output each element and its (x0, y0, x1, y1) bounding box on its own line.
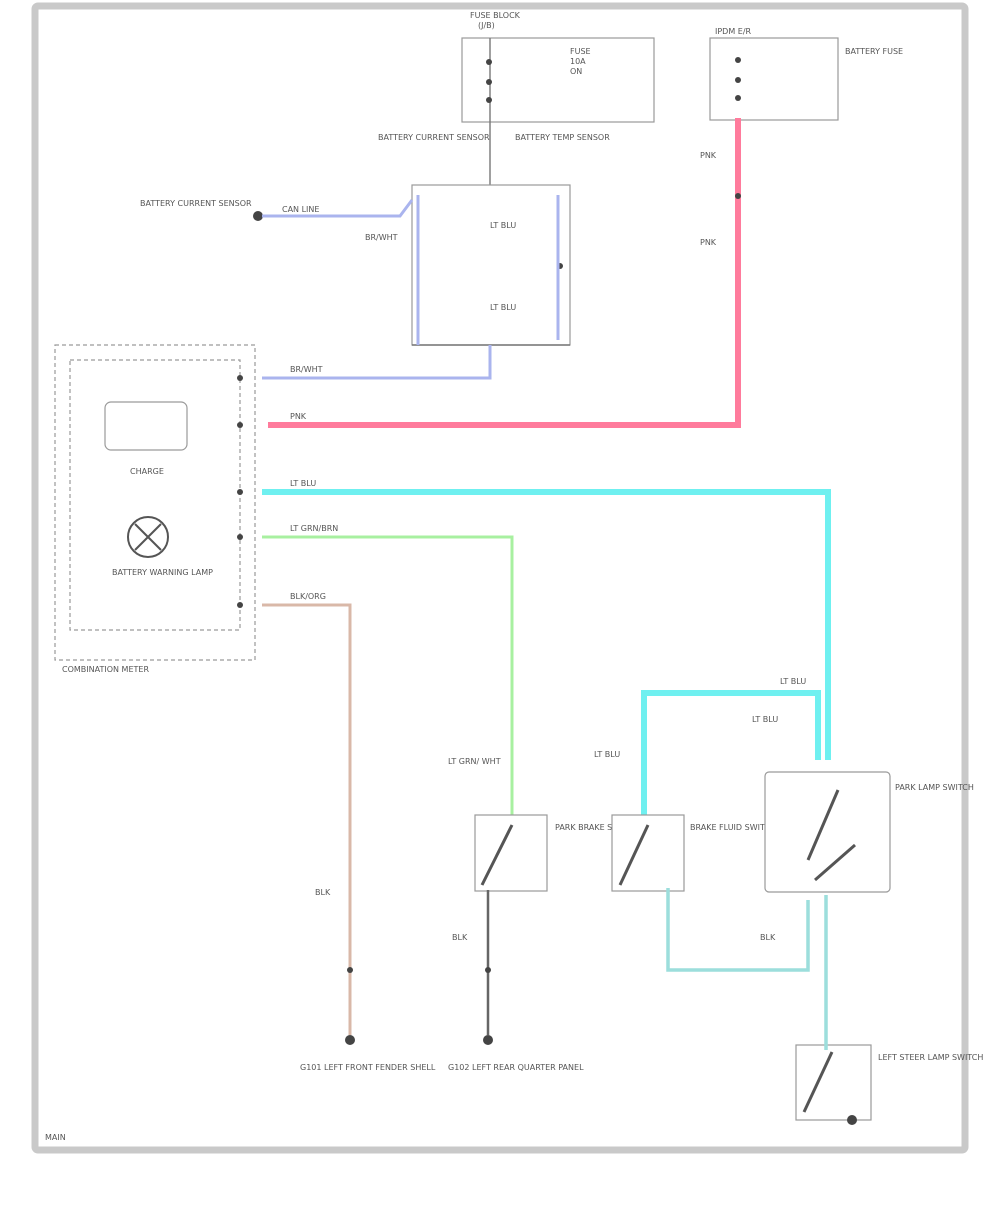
green-label: LT GRN/ WHT (448, 757, 501, 766)
wire-teal-lower (666, 888, 810, 972)
switch4-label: LEFT STEER LAMP SWITCH (878, 1053, 983, 1062)
sensor-pin-label-3: LT BLU (490, 303, 516, 312)
park-lamp-switch: PARK LAMP SWITCH (764, 771, 974, 893)
pin-label-a: BR/WHT (290, 365, 323, 374)
ground-g101-icon (345, 1035, 355, 1045)
corner-label: MAIN (45, 1133, 66, 1142)
left-steer-lamp-switch: LEFT STEER LAMP SWITCH (795, 1044, 983, 1125)
ipdm-box: IPDM E/R BATTERY FUSE (709, 27, 903, 121)
combination-meter-label: COMBINATION METER (62, 665, 149, 674)
pin-label-d: LT GRN/BRN (290, 524, 338, 533)
cyan-label-2: LT BLU (752, 715, 778, 724)
switch3-label: PARK LAMP SWITCH (895, 783, 974, 792)
cyan-label-1: LT BLU (780, 677, 806, 686)
wire-tan (262, 603, 352, 1035)
sensor-pin-label-1: BR/WHT (365, 233, 398, 242)
pink-label-top: PNK (700, 151, 717, 160)
pin-label-e: BLK/ORG (290, 592, 326, 601)
can-line-label: CAN LINE (282, 205, 319, 214)
blk-label-3: BLK (760, 933, 776, 942)
sensor-right-label: BATTERY TEMP SENSOR (515, 133, 610, 142)
pink-label-bottom: PNK (700, 238, 717, 247)
switch2-label: BRAKE FLUID SWITCH (690, 823, 776, 832)
bottom-label-1: G101 LEFT FRONT FENDER SHELL (300, 1063, 436, 1072)
sensor-module (411, 184, 571, 346)
sensor-pin-label-2: LT BLU (490, 221, 516, 230)
wire-blue-ground (262, 199, 414, 218)
ground-lug-icon (253, 211, 263, 221)
pin-label-b: PNK (290, 412, 307, 421)
fuse-block-subtitle: (J/B) (478, 21, 495, 30)
blk-label-2: BLK (452, 933, 468, 942)
cyan-label-3: LT BLU (594, 750, 620, 759)
fuse-line-2: 10A (570, 57, 586, 66)
fuse-block-title: FUSE BLOCK (470, 11, 521, 20)
battery-fuse-label: BATTERY FUSE (845, 47, 903, 56)
ipdm-title: IPDM E/R (715, 27, 752, 36)
switch1-label: PARK BRAKE SWITCH (555, 823, 639, 832)
fuse-line-3: ON (570, 67, 582, 76)
meter-lamp-label: BATTERY WARNING LAMP (112, 568, 213, 577)
blk-label-1: BLK (315, 888, 331, 897)
ground-label: BATTERY CURRENT SENSOR (140, 199, 252, 208)
ground-g102-icon (483, 1035, 493, 1045)
wire-cyan-branch (641, 690, 821, 820)
wire-green (262, 535, 514, 820)
sensor-left-label: BATTERY CURRENT SENSOR (378, 133, 490, 142)
wire-cyan-main (262, 489, 831, 760)
wire-blue-meter (262, 345, 492, 380)
pin-label-c: LT BLU (290, 479, 316, 488)
park-brake-switch: PARK BRAKE SWITCH (474, 814, 639, 892)
diagram-frame (31, 2, 969, 1154)
bottom-label-2: G102 LEFT REAR QUARTER PANEL (448, 1063, 584, 1072)
combination-meter: CHARGE BATTERY WARNING LAMP COMBINATION … (54, 344, 256, 674)
fuse-block-left: FUSE BLOCK (J/B) FUSE 10A ON (461, 11, 655, 185)
fuse-line-1: FUSE (570, 47, 591, 56)
brake-fluid-switch: BRAKE FLUID SWITCH (611, 814, 776, 892)
meter-charge-label: CHARGE (130, 467, 164, 476)
wire-pink-battery (268, 118, 741, 428)
